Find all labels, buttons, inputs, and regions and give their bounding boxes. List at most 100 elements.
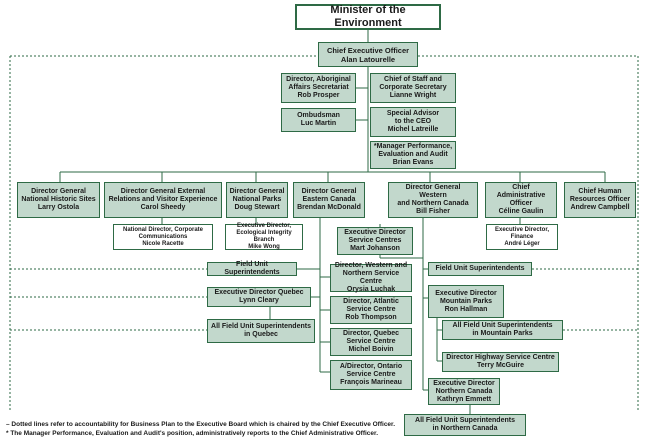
dir-ontario-sc-title2: Service Centre [346, 371, 396, 378]
footnote-manager-performance: * The Manager Performance, Evaluation an… [6, 430, 379, 437]
chief-staff-title2: Corporate Secretary [379, 84, 447, 91]
dg-historic-title1: Director General [31, 188, 86, 195]
all-fus-quebec-name: in Quebec [244, 331, 278, 338]
nd-corporate-title1: National Director, Corporate [122, 226, 203, 233]
ed-quebec-name: Lynn Cleary [239, 297, 279, 304]
box-ceo: Chief Executive Officer Alan Latourelle [318, 42, 418, 67]
ed-ecological-name: Mike Wong [248, 244, 280, 250]
chro-title2: Resources Officer [569, 196, 631, 203]
all-fus-mountain-title: All Field Unit Superintendents [452, 322, 553, 329]
box-dg-eastern-canada: Director General Eastern Canada Brendan … [293, 182, 365, 218]
ed-service-title1: Executive Director [344, 229, 406, 236]
dg-eastern-title1: Director General [301, 188, 357, 195]
box-chro: Chief Human Resources Officer Andrew Cam… [564, 182, 636, 218]
dir-quebec-sc-title2: Service Centre [346, 338, 396, 345]
ceo-title: Chief Executive Officer [326, 45, 410, 55]
ed-mountain-title2: Mountain Parks [439, 297, 493, 305]
dir-ontario-sc-title1: A/Director, Ontario [339, 363, 403, 370]
dg-historic-name: Larry Ostola [37, 204, 80, 211]
dir-highway-name: Terry McGuire [477, 362, 524, 369]
dg-parks-title2: National Parks [232, 196, 282, 203]
nd-corporate-name: Nicole Racette [142, 240, 184, 247]
box-nd-corporate-communications: National Director, Corporate Communicati… [113, 224, 213, 250]
dir-western-sc-name: Orysia Luchak [346, 286, 396, 293]
aboriginal-title2: Affairs Secretariat [288, 84, 349, 91]
ed-mountain-name: Ron Hallman [444, 305, 488, 313]
box-ed-finance: Executive Director, Finance André Léger [486, 224, 558, 250]
ed-northern-title1: Executive Director [433, 379, 495, 387]
aboriginal-name: Rob Prosper [297, 92, 340, 99]
box-dg-historic-sites: Director General National Historic Sites… [17, 182, 100, 218]
box-ombudsman: Ombudsman Luc Martin [281, 108, 356, 132]
ceo-name: Alan Latourelle [340, 54, 396, 64]
all-fus-northern-title: All Field Unit Superintendents [415, 417, 515, 424]
nd-corporate-title2: Communications [138, 233, 188, 240]
aboriginal-title1: Director, Aboriginal [286, 76, 351, 83]
cao-title1: Chief Administrative [496, 184, 546, 199]
box-ed-quebec: Executive Director Quebec Lynn Cleary [207, 287, 311, 307]
manager-perf-title1: *Manager Performance, [373, 143, 453, 150]
box-cao: Chief Administrative Officer Céline Gaul… [485, 182, 557, 218]
box-field-unit-superintendents-left: Field Unit Superintendents [207, 261, 297, 276]
dg-eastern-name: Brendan McDonald [297, 204, 361, 211]
dg-external-name: Carol Sheedy [140, 204, 186, 211]
special-advisor-title2: to the CEO [394, 118, 432, 125]
chief-staff-name: Lianne Wright [389, 92, 437, 99]
box-dg-western-northern: Director General Western and Northern Ca… [388, 182, 478, 218]
box-ed-mountain-parks: Executive Director Mountain Parks Ron Ha… [428, 285, 504, 318]
box-manager-performance: *Manager Performance, Evaluation and Aud… [370, 141, 456, 169]
ed-northern-name: Kathryn Emmett [436, 395, 492, 403]
chief-staff-title1: Chief of Staff and [384, 76, 442, 83]
special-advisor-name: Michel Latreille [387, 126, 439, 133]
box-dg-external-relations: Director General External Relations and … [104, 182, 222, 218]
manager-perf-title2: Evaluation and Audit [378, 151, 448, 158]
dir-atlantic-sc-name: Rob Thompson [345, 314, 397, 321]
ed-ecological-title2: Ecological Integrity Branch [236, 230, 292, 243]
cao-name: Céline Gaulin [498, 208, 544, 215]
ombudsman-title: Ombudsman [297, 112, 340, 119]
dg-eastern-title2: Eastern Canada [302, 196, 356, 203]
fus-left-title: Field Unit Superintendents [224, 261, 280, 276]
box-aboriginal: Director, Aboriginal Affairs Secretariat… [281, 73, 356, 103]
dg-historic-title2: National Historic Sites [21, 196, 96, 203]
dir-quebec-sc-title1: Director, Quebec [342, 330, 400, 337]
dir-highway-title: Director Highway Service Centre [446, 354, 555, 361]
ed-finance-title2: Finance [510, 233, 534, 240]
all-fus-mountain-name: in Mountain Parks [472, 330, 533, 337]
dg-parks-title1: Director General [229, 188, 285, 195]
ed-finance-name: André Léger [504, 240, 540, 247]
box-dir-atlantic-service-centre: Director, Atlantic Service Centre Rob Th… [330, 296, 412, 324]
fus-right-title: Field Unit Superintendents [435, 265, 525, 272]
ed-service-title2: Service Centres [348, 237, 402, 244]
box-dir-highway-service-centre: Director Highway Service Centre Terry Mc… [442, 352, 559, 372]
cao-title2: Officer [509, 200, 533, 207]
dg-external-title1: Director General External [120, 188, 206, 195]
ed-service-name: Mart Johanson [350, 245, 400, 252]
dir-quebec-sc-name: Michel Boivin [348, 346, 394, 353]
dir-western-sc-title1: Director, Western and [334, 262, 408, 269]
box-chief-staff: Chief of Staff and Corporate Secretary L… [370, 73, 456, 103]
dir-atlantic-sc-title2: Service Centre [346, 306, 396, 313]
ed-mountain-title1: Executive Director [435, 289, 497, 297]
ed-ecological-title1: Executive Director, [236, 223, 292, 229]
box-field-unit-superintendents-right: Field Unit Superintendents [428, 262, 532, 276]
footnote-dotted-lines: – Dotted lines refer to accountability f… [6, 421, 396, 428]
ed-finance-title1: Executive Director, [494, 226, 550, 233]
box-dg-national-parks: Director General National Parks Doug Ste… [226, 182, 288, 218]
box-all-fus-quebec: All Field Unit Superintendents in Quebec [207, 319, 315, 343]
box-all-fus-northern-canada: All Field Unit Superintendents in Northe… [404, 414, 526, 436]
box-ed-ecological-integrity: Executive Director, Ecological Integrity… [225, 223, 303, 250]
all-fus-northern-name: in Northern Canada [432, 425, 498, 432]
box-dir-ontario-service-centre: A/Director, Ontario Service Centre Franç… [330, 360, 412, 390]
manager-perf-name: Brian Evans [392, 159, 434, 166]
box-minister: Minister of the Environment [295, 4, 441, 30]
dir-western-sc-title2: Northern Service Centre [342, 270, 400, 285]
minister-title: Minister of the Environment [330, 4, 406, 29]
box-ed-service-centres: Executive Director Service Centres Mart … [337, 227, 413, 255]
dg-parks-name: Doug Stewart [234, 204, 280, 211]
chro-title1: Chief Human [578, 188, 622, 195]
ombudsman-name: Luc Martin [300, 120, 337, 127]
ed-quebec-title: Executive Director Quebec [214, 289, 304, 296]
dir-atlantic-sc-title1: Director, Atlantic [343, 298, 399, 305]
box-dir-western-service-centre: Director, Western and Northern Service C… [330, 262, 412, 293]
